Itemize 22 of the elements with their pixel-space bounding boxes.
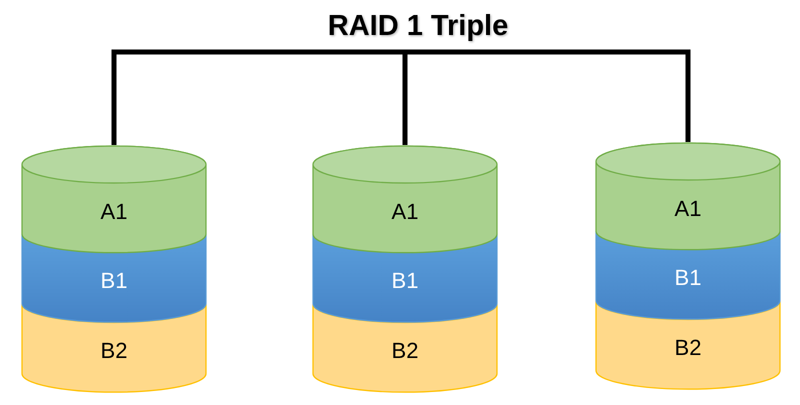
disk-segment [312,304,498,393]
disk-segment [595,142,781,251]
segment-label: B2 [100,339,128,364]
segment-label: B1 [674,266,702,290]
segment-label: A1 [100,200,128,224]
segment-label: A1 [674,196,702,221]
disk-segment [21,234,207,324]
disk-segment [312,234,498,324]
segment-label: B2 [392,339,418,364]
diagram-title: RAID 1 Triple [328,10,508,42]
segment-label: B1 [100,269,128,294]
disk-segment [21,145,207,254]
connector-line [112,50,405,145]
disk-segment [312,145,498,254]
disk-segment [595,231,781,320]
disk-segment [21,304,207,393]
connector-line [402,52,408,145]
segment-label: B2 [674,336,702,360]
segment-label: B1 [392,269,418,294]
connector-line [405,50,690,142]
segment-label: A1 [392,200,418,224]
disk-segment [595,300,781,390]
